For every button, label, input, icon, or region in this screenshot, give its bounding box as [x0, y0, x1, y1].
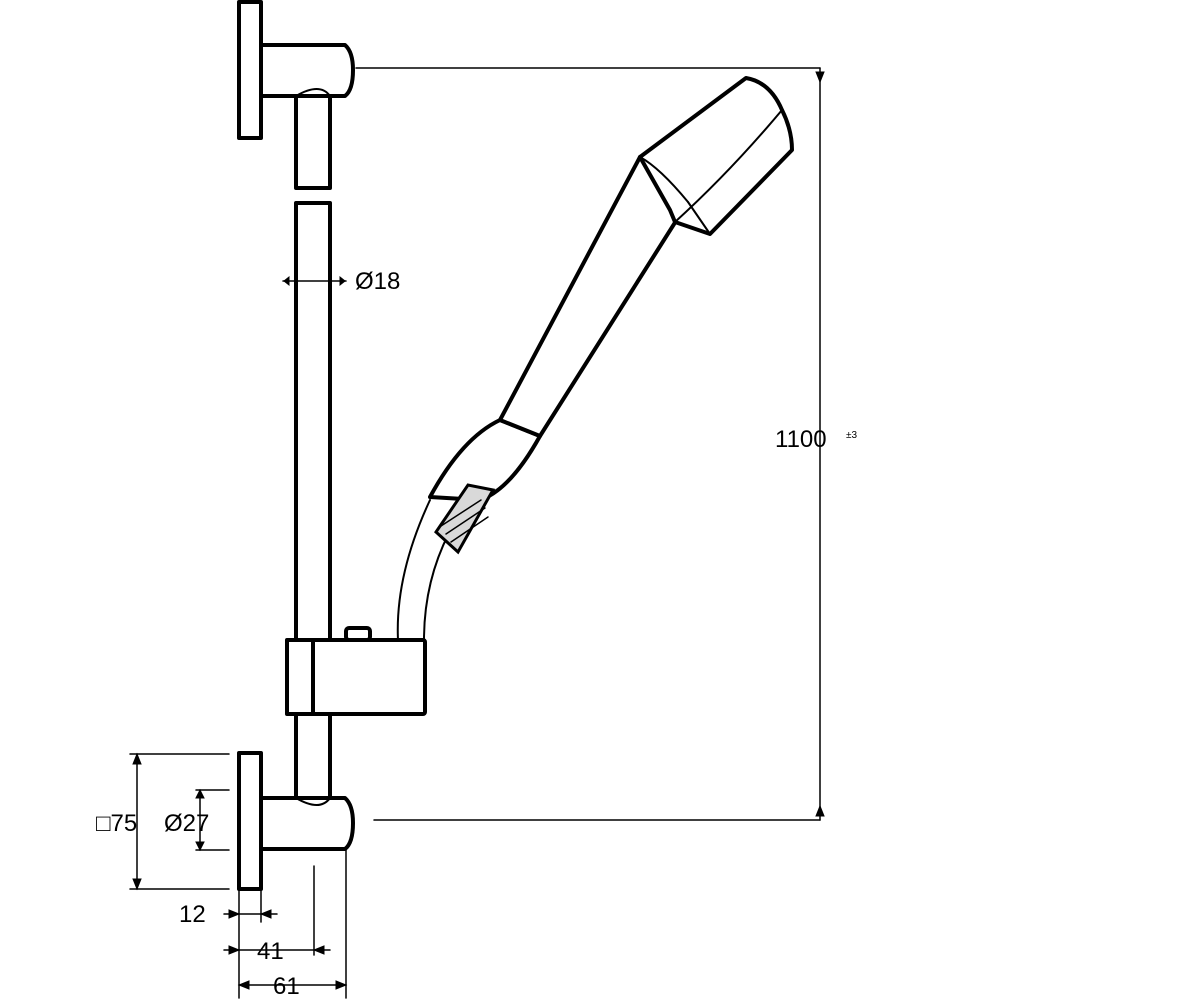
top-bracket [237, 0, 355, 140]
rose-diameter-dimension: Ø27 [164, 788, 230, 852]
offset-12-label: 12 [179, 901, 206, 928]
rail-lower-segment [294, 711, 332, 802]
rail-diameter-dimension: Ø18 [282, 268, 400, 295]
height-label: 1100 [775, 426, 827, 453]
offset-41-label: 41 [257, 938, 284, 965]
hand-shower [428, 76, 794, 555]
rose-diameter-label: Ø27 [164, 810, 209, 837]
bottom-bracket [237, 751, 355, 891]
rail-diameter-label: Ø18 [355, 268, 400, 295]
height-tolerance-label: ±3 [846, 430, 857, 441]
horizontal-dimensions: 12 41 61 [179, 849, 348, 1000]
square-plate-dimension: □75 [96, 752, 230, 891]
offset-61-label: 61 [273, 973, 300, 1000]
rail-top-segment [294, 94, 332, 190]
main-rail [294, 201, 332, 645]
height-dimension: 1100 ±3 [355, 67, 857, 821]
square-plate-label: □75 [96, 810, 137, 837]
slide-holder [285, 499, 450, 716]
